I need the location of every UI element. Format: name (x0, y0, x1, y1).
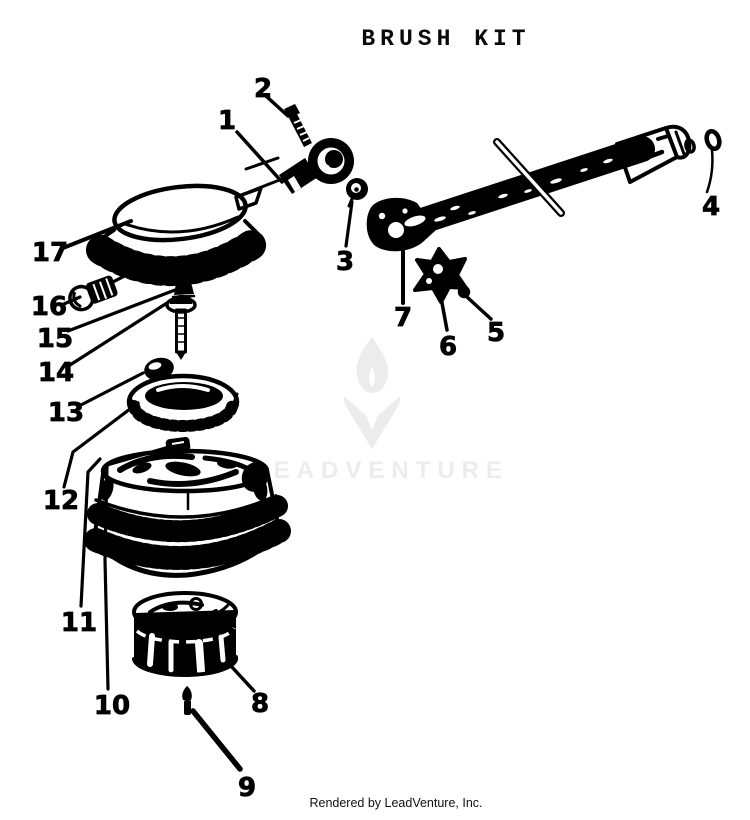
callout-10: 10 (94, 691, 130, 721)
callout-11: 11 (61, 608, 97, 638)
callout-6: 6 (439, 332, 457, 362)
callout-13: 13 (48, 398, 84, 428)
watermark-text: LEADVENTURE (252, 457, 509, 484)
callout-17: 17 (32, 238, 68, 268)
part-bolt-2 (284, 104, 312, 147)
page-title: BRUSH KIT (361, 26, 531, 52)
shaft-texture (434, 158, 613, 222)
callout-14: 14 (38, 358, 74, 388)
callout-labels: 1 2 3 4 5 6 7 8 9 10 11 12 13 14 15 16 1… (31, 74, 721, 804)
part-nut-15 (171, 282, 196, 299)
part-screw-9 (182, 686, 192, 715)
callout-5: 5 (487, 318, 505, 348)
footer-credit: Rendered by LeadVenture, Inc. (309, 796, 483, 810)
part-brush (84, 448, 291, 578)
chevron-logo-icon (344, 396, 400, 449)
part-bolt-14 (165, 294, 197, 360)
part-o-ring (704, 128, 722, 152)
callout-3: 3 (336, 247, 354, 277)
part-knob-13 (144, 357, 174, 381)
callout-8: 8 (251, 689, 269, 719)
callout-15: 15 (37, 324, 73, 354)
part-ball-screw (457, 285, 471, 299)
part-cap (86, 183, 271, 287)
callout-1: 1 (218, 106, 236, 136)
callout-4: 4 (702, 192, 720, 222)
callout-7: 7 (394, 303, 412, 333)
callout-16: 16 (31, 292, 67, 322)
part-shaft-assembly (366, 124, 696, 252)
part-hub (132, 591, 239, 678)
callout-2: 2 (254, 74, 272, 104)
callout-9: 9 (238, 773, 256, 803)
callout-12: 12 (43, 486, 79, 516)
flame-icon (356, 337, 389, 393)
part-nut-3 (346, 178, 368, 208)
part-rod-end (279, 138, 354, 194)
part-fitting (68, 275, 118, 312)
part-ring-gear (126, 373, 240, 433)
part-star-knob (413, 247, 468, 304)
